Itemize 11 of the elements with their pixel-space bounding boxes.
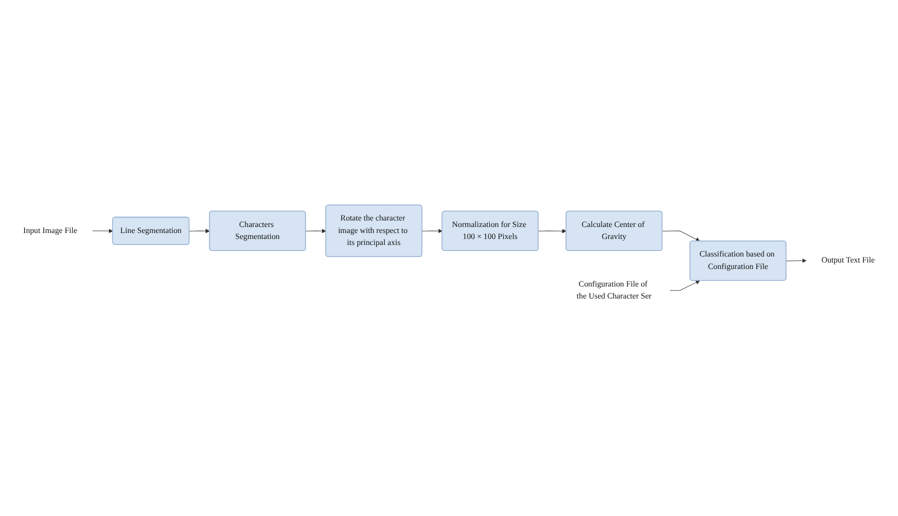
arrow: [538, 229, 566, 234]
arrow: [189, 229, 210, 234]
arrow: [422, 229, 443, 234]
node-text: Output Text File: [821, 256, 875, 266]
arrow: [92, 229, 114, 234]
arrow: [306, 229, 326, 234]
node-text: Configuration File of the Used Character Ser: [576, 280, 652, 301]
node-text: Input Image File: [23, 226, 78, 236]
arrow: [669, 280, 700, 292]
arrow: [786, 258, 807, 264]
arrow: [662, 230, 700, 242]
